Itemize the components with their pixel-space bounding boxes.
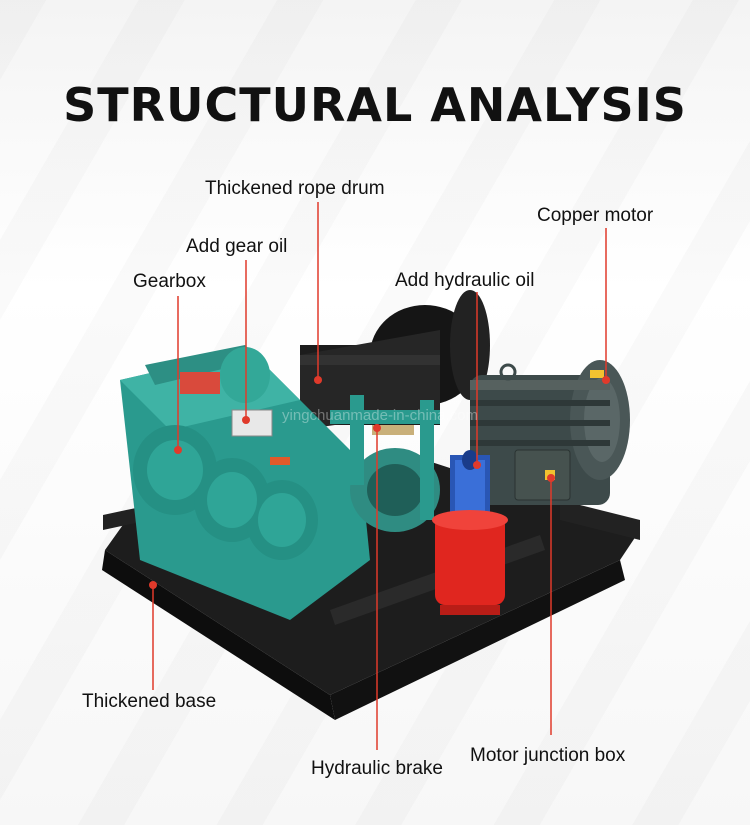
motor bbox=[470, 360, 630, 505]
dot-gearbox bbox=[174, 446, 182, 454]
label-thickened-base: Thickened base bbox=[82, 691, 217, 712]
watermark: yingchuanmade-in-china.com bbox=[282, 407, 478, 424]
hydraulic-brake bbox=[432, 450, 508, 615]
rope-drum bbox=[300, 290, 490, 430]
dot-rope-drum bbox=[314, 376, 322, 384]
label-gearbox: Gearbox bbox=[133, 271, 206, 292]
dot-hydraulic-oil bbox=[473, 461, 481, 469]
dot-hydraulic-brake bbox=[373, 424, 381, 432]
brake-frame bbox=[330, 395, 440, 520]
leader-lines bbox=[152, 202, 607, 750]
label-copper-motor: Copper motor bbox=[537, 205, 654, 226]
label-add-gear-oil: Add gear oil bbox=[186, 236, 288, 257]
dot-gear-oil bbox=[242, 416, 250, 424]
leader-dots bbox=[149, 376, 610, 589]
label-motor-junction-box: Motor junction box bbox=[470, 745, 626, 766]
dot-junction-box bbox=[547, 474, 555, 482]
label-add-hydraulic-oil: Add hydraulic oil bbox=[395, 270, 535, 291]
gearbox-body bbox=[120, 345, 370, 620]
dot-base bbox=[149, 581, 157, 589]
page-title: STRUCTURAL ANALYSIS bbox=[63, 78, 687, 132]
label-hydraulic-brake: Hydraulic brake bbox=[311, 758, 443, 779]
dot-copper-motor bbox=[602, 376, 610, 384]
coupling bbox=[350, 448, 440, 532]
label-thickened-rope-drum: Thickened rope drum bbox=[205, 178, 385, 199]
